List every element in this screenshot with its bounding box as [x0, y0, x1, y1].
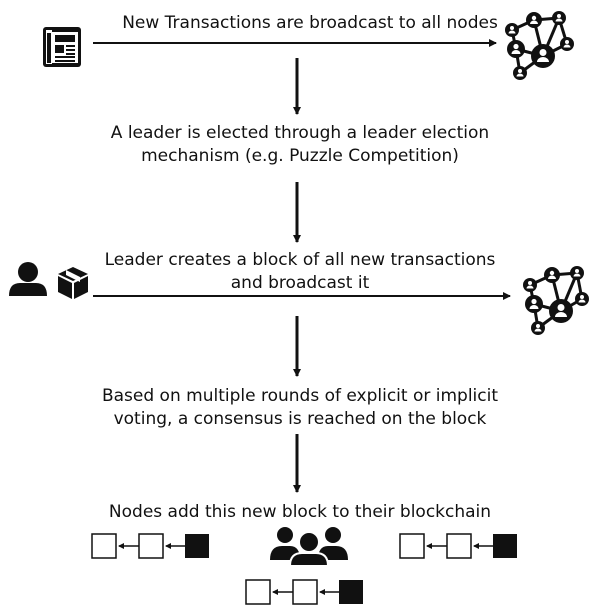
step-text-line: and broadcast it	[230, 273, 370, 293]
step-leader-election: A leader is elected through a leader ele…	[40, 122, 560, 168]
step-text-line: mechanism (e.g. Puzzle Competition)	[141, 146, 459, 166]
step-text-line: voting, a consensus is reached on the bl…	[113, 409, 487, 429]
step-add-block: Nodes add this new block to their blockc…	[40, 501, 560, 524]
step-text: Nodes add this new block to their blockc…	[108, 502, 492, 522]
person-icon	[9, 262, 47, 296]
blockchain-icon	[399, 533, 517, 559]
step-text: New Transactions are broadcast to all no…	[122, 13, 498, 33]
newspaper-icon	[43, 27, 81, 67]
box-icon	[58, 267, 88, 299]
network-nodes-icon	[523, 266, 589, 335]
blockchain-icon	[91, 533, 209, 559]
group-icon	[270, 527, 348, 567]
step-text-line: Based on multiple rounds of explicit or …	[101, 386, 499, 406]
network-nodes-icon	[505, 11, 574, 80]
step-create-block: Leader creates a block of all new transa…	[40, 249, 560, 295]
step-consensus: Based on multiple rounds of explicit or …	[40, 385, 560, 431]
step-text-line: Leader creates a block of all new transa…	[104, 250, 496, 270]
step-text-line: A leader is elected through a leader ele…	[110, 123, 490, 143]
blockchain-icon	[245, 579, 363, 605]
step-broadcast-transactions: New Transactions are broadcast to all no…	[120, 12, 500, 35]
